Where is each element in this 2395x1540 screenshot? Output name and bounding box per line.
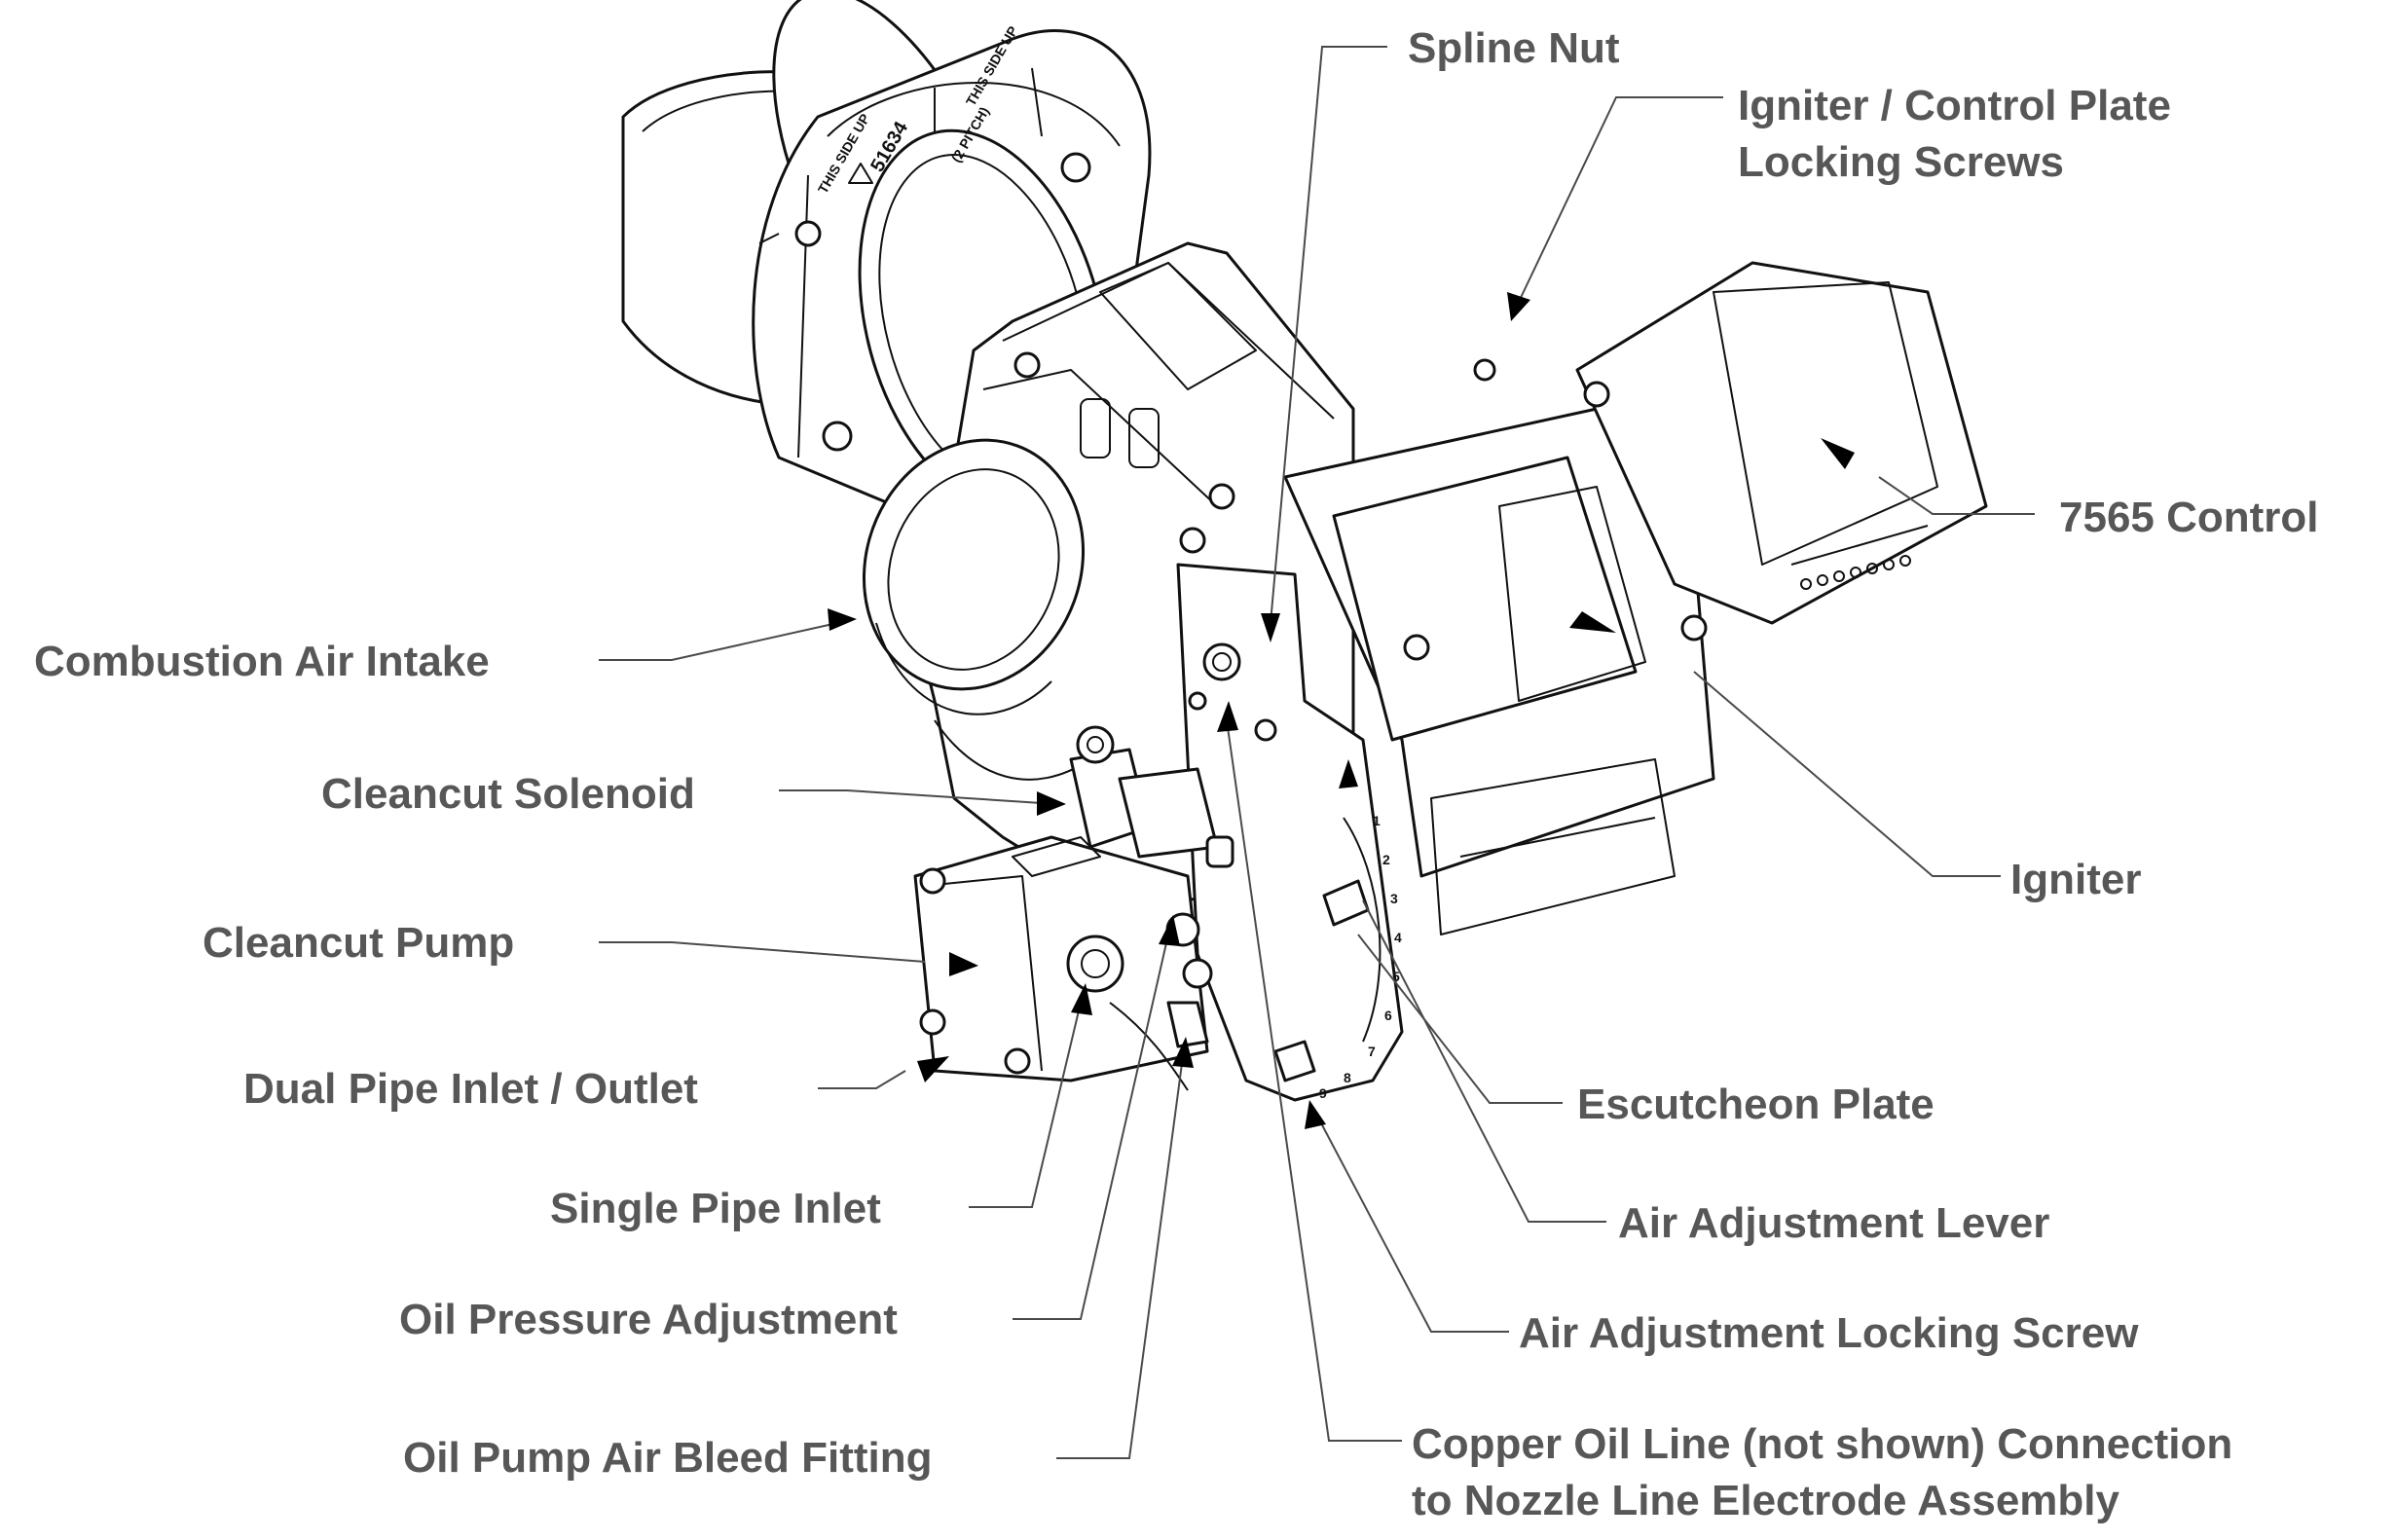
air-dial-mark-5: 5 — [1392, 969, 1400, 984]
cleancut-pump-art — [913, 835, 1213, 1091]
air-dial-mark-4: 4 — [1394, 930, 1402, 945]
warning-triangle-icon — [848, 163, 873, 184]
arrowhead-combustion-air-intake — [828, 608, 857, 631]
arrowhead-spline-nut — [1261, 613, 1280, 642]
leader-igniter — [1693, 671, 2001, 877]
leader-7565-control — [1878, 476, 2035, 515]
arrowhead-oil-pressure — [1159, 915, 1180, 946]
arrowhead-cleancut-solenoid — [1037, 791, 1066, 816]
leader-dual-pipe — [818, 1070, 906, 1089]
leader-oil-pressure — [1013, 934, 1169, 1320]
arrowhead-single-pipe-inlet — [1071, 983, 1092, 1015]
air-intake — [862, 438, 1091, 781]
air-dial-mark-6: 6 — [1384, 1008, 1392, 1023]
leader-spline-nut — [1270, 46, 1387, 624]
leader-combustion-air-intake — [599, 622, 838, 661]
leader-lines — [599, 46, 2035, 1459]
air-dial-mark-1: 1 — [1373, 813, 1381, 828]
label-air-adjustment-lever: Air Adjustment Lever — [1618, 1199, 2049, 1247]
air-dial-mark-3: 3 — [1390, 891, 1398, 906]
label-7565-control: 7565 Control — [2059, 494, 2319, 541]
air-dial-mark-7: 7 — [1368, 1044, 1376, 1059]
control-indicator-leds — [1800, 555, 1911, 590]
label-dual-pipe-inlet-outlet: Dual Pipe Inlet / Outlet — [243, 1065, 698, 1113]
callout-labels: Spline Nut Igniter / Control Plate Locki… — [34, 24, 2319, 1524]
label-air-adjustment-locking-screw: Air Adjustment Locking Screw — [1519, 1309, 2139, 1357]
arrowhead-7565-control — [1821, 438, 1855, 469]
label-spline-nut: Spline Nut — [1408, 24, 1620, 72]
burner-illustration: 51634 THIS SIDE UP THIS SIDE UP (2 PITCH… — [621, 0, 1988, 1102]
arrowhead-air-locking-screw — [1305, 1100, 1326, 1129]
air-dial-mark-9: 9 — [1319, 1085, 1327, 1101]
label-igniter: Igniter — [2010, 856, 2141, 903]
leader-air-adjustment-lever — [1362, 899, 1606, 1223]
arrowhead-cleancut-pump — [949, 952, 978, 976]
air-dial-mark-2: 2 — [1382, 852, 1390, 867]
arrowhead-copper-oil-line — [1217, 701, 1238, 732]
arrowhead-igniter-cover — [1569, 611, 1616, 633]
leader-air-bleed — [1056, 1055, 1184, 1459]
arrowhead-locking-screws — [1507, 292, 1530, 321]
leader-locking-screws — [1518, 96, 1723, 303]
label-oil-pump-air-bleed-fitting: Oil Pump Air Bleed Fitting — [403, 1434, 933, 1482]
label-single-pipe-inlet: Single Pipe Inlet — [550, 1185, 881, 1232]
arrowhead-escutcheon-plate — [1339, 759, 1358, 788]
escutcheon-plate-art: 1 2 3 4 5 6 7 8 9 — [1176, 563, 1404, 1102]
leader-copper-oil-line — [1226, 719, 1402, 1442]
label-escutcheon-plate: Escutcheon Plate — [1577, 1081, 1934, 1128]
leader-air-locking-screw — [1318, 1118, 1509, 1333]
leader-cleancut-solenoid — [779, 789, 1043, 804]
leader-escutcheon-plate — [1357, 934, 1563, 1104]
label-combustion-air-intake: Combustion Air Intake — [34, 638, 490, 685]
arrowhead-dual-pipe — [917, 1056, 949, 1082]
leader-single-pipe-inlet — [969, 1002, 1082, 1208]
label-oil-pressure-adjustment: Oil Pressure Adjustment — [399, 1296, 898, 1343]
label-cleancut-pump: Cleancut Pump — [203, 919, 514, 967]
label-copper-oil-line-connection: Copper Oil Line (not shown) Connection t… — [1412, 1420, 2245, 1524]
label-locking-screws: Igniter / Control Plate Locking Screws — [1738, 82, 2183, 186]
arrowhead-air-bleed — [1172, 1037, 1194, 1068]
igniter-and-control — [1283, 261, 1988, 935]
leader-cleancut-pump — [599, 941, 926, 963]
cleancut-solenoid-art — [1069, 725, 1234, 868]
air-dial-mark-8: 8 — [1344, 1070, 1351, 1085]
label-cleancut-solenoid: Cleancut Solenoid — [321, 770, 695, 818]
